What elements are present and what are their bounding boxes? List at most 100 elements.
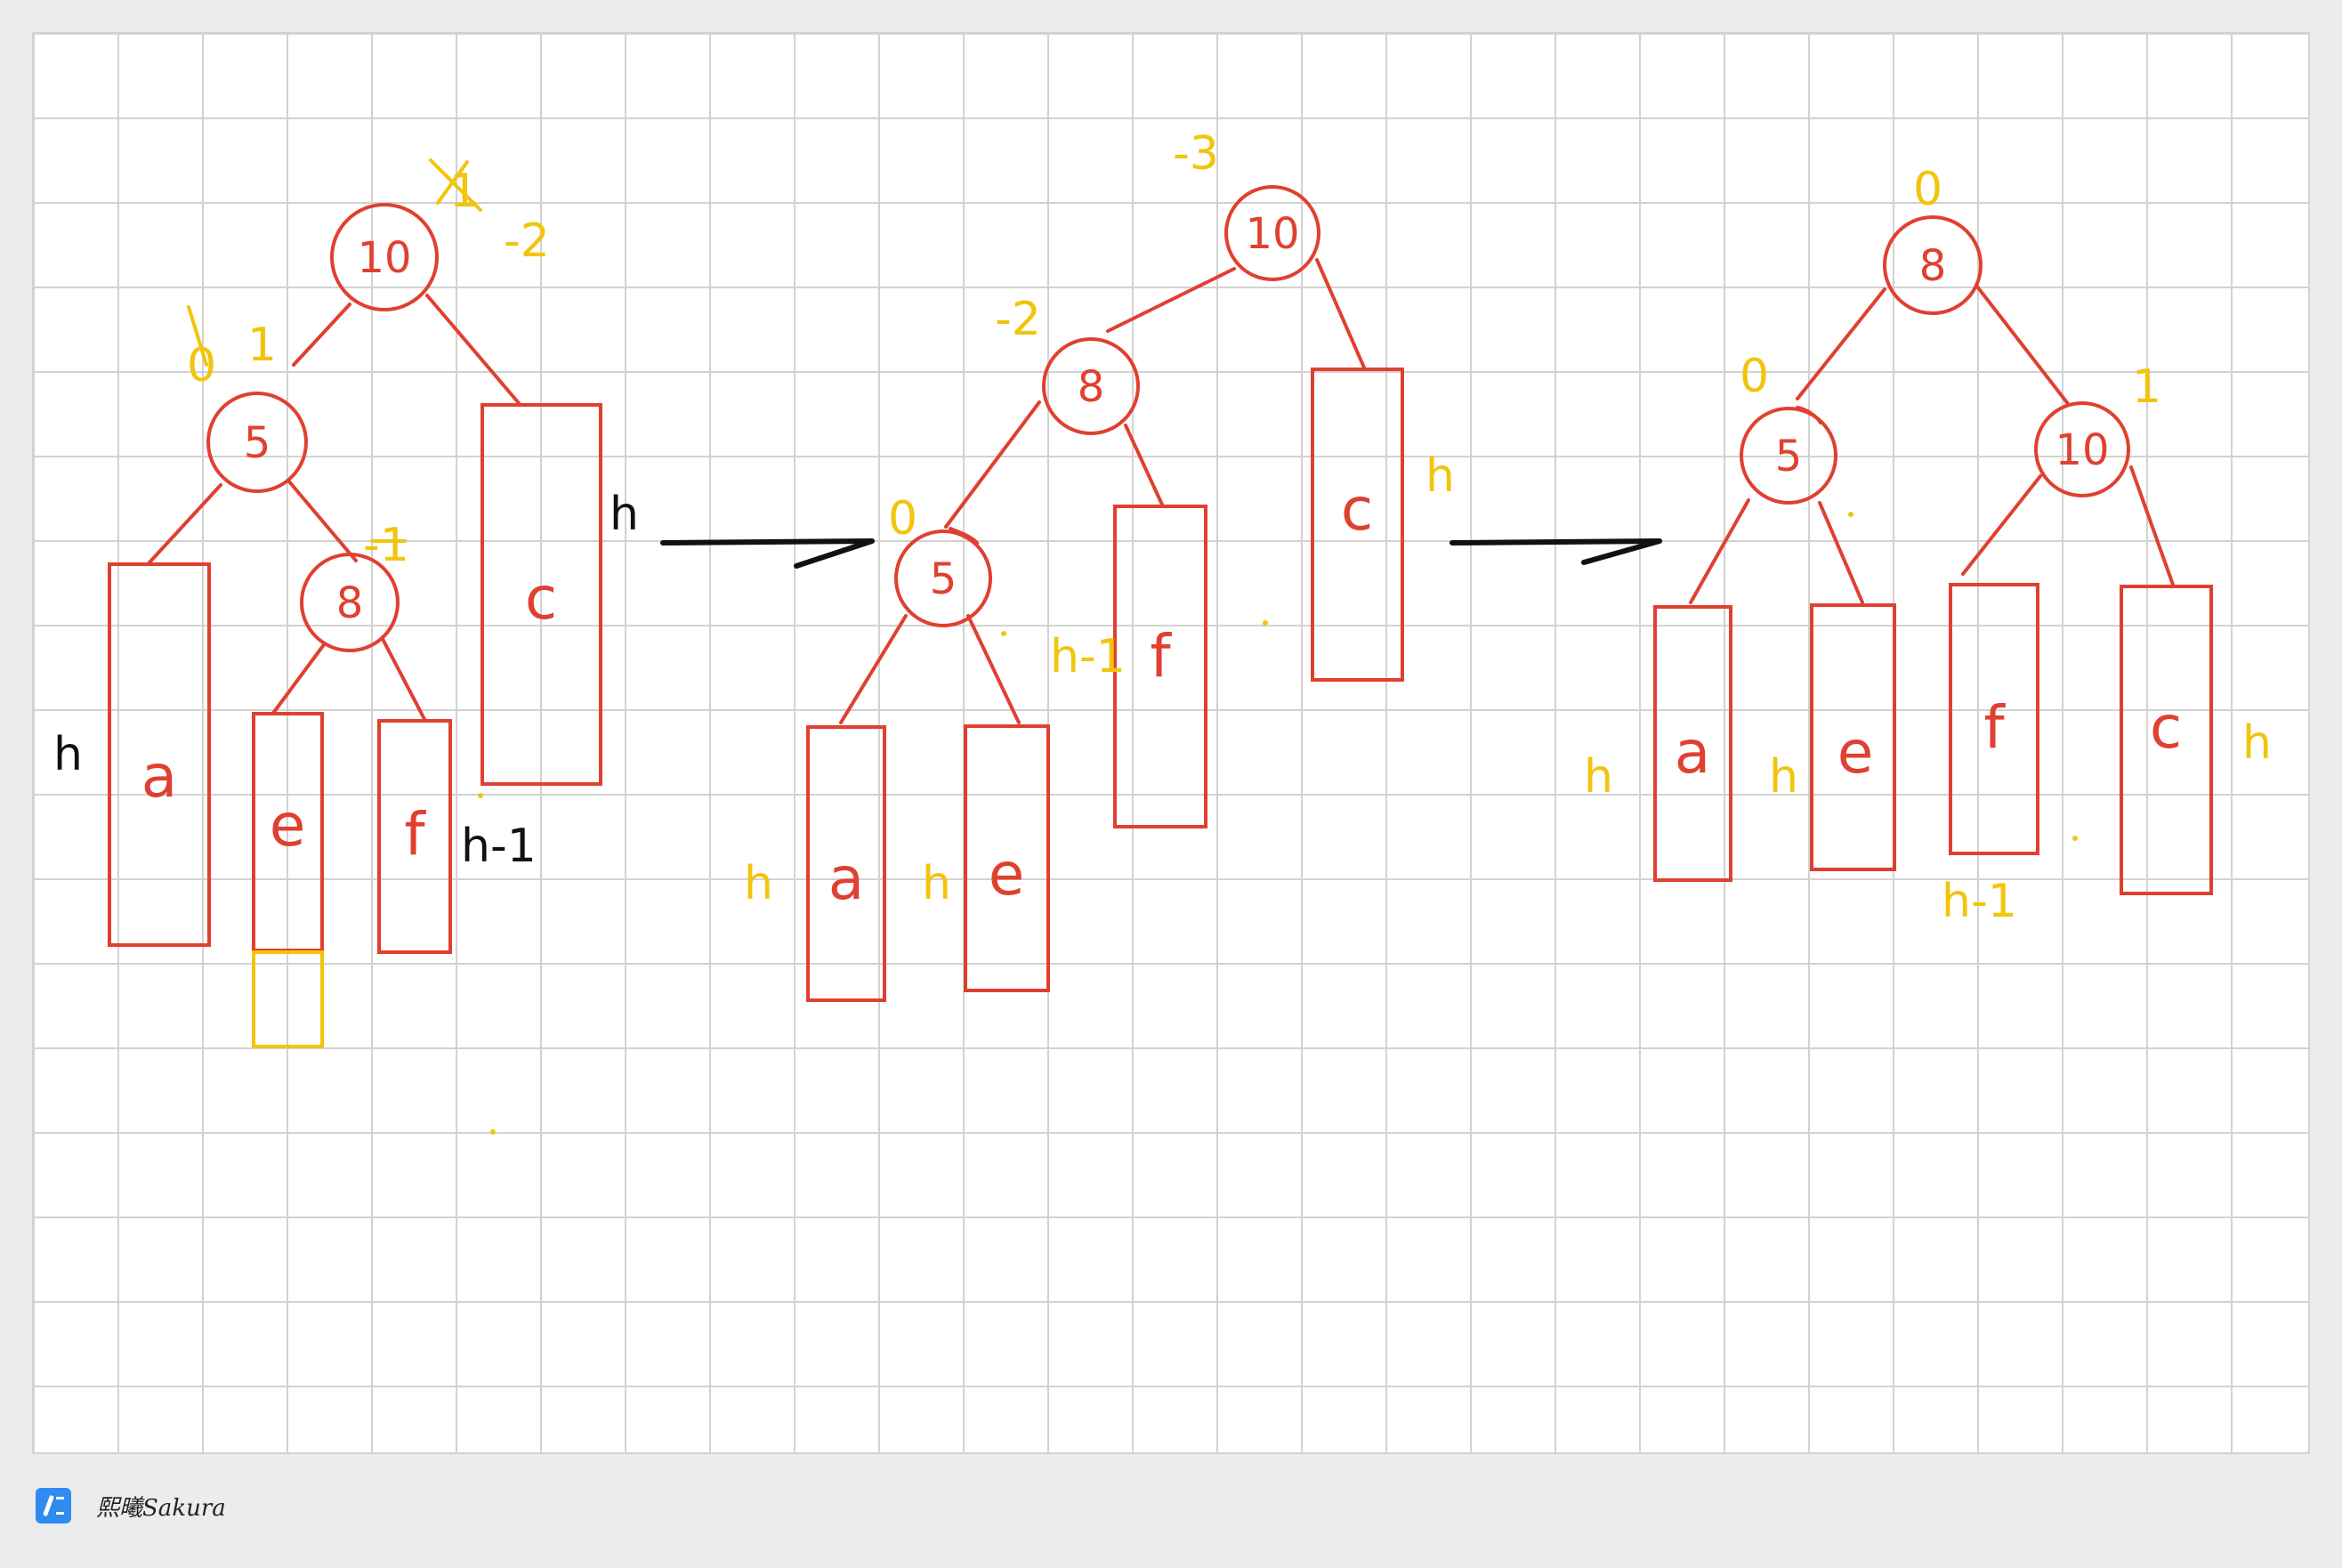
t3-node-5: [1740, 407, 1837, 505]
stray-dot: [490, 1129, 496, 1135]
t2-sub-a-label: a: [828, 845, 864, 913]
watermark-author: 熙曦Sakura: [96, 1494, 226, 1522]
t1-height-a: h: [53, 728, 83, 781]
t3-edge-8-5: [1796, 287, 1886, 400]
t1-node-10: [330, 203, 439, 311]
t3-sub-f: [1949, 583, 2039, 855]
stray-dot: [2072, 836, 2078, 841]
t2-node-8-label: 8: [1078, 362, 1105, 412]
t3-node-8-label: 8: [1919, 241, 1947, 291]
t3-edge-8-10: [1975, 285, 2071, 407]
t2-balance-5: 0: [888, 492, 917, 546]
t2-sub-c-label: c: [1341, 475, 1373, 544]
t2-edge-8-f: [1124, 424, 1164, 506]
stray-dot: [1848, 512, 1853, 517]
t1-node-10-label: 10: [357, 233, 411, 283]
t1-balance-root: -2: [504, 214, 550, 268]
t2-node-5-label: 5: [930, 554, 957, 604]
t3-balance-root: 0: [1913, 163, 1942, 216]
t3-sub-c: [2120, 585, 2213, 895]
t3-node-5-label: 5: [1775, 432, 1803, 481]
canvas-area: [32, 32, 2310, 1454]
t2-edge-10-c: [1315, 258, 1366, 369]
t2-balance-8: -2: [995, 293, 1041, 346]
t1-strike-root: [429, 158, 482, 212]
stray-dot: [1001, 631, 1006, 636]
t3-sub-a-label: a: [1675, 718, 1710, 787]
t1-height-f: h-1: [461, 820, 537, 873]
t2-sub-f: [1113, 505, 1207, 828]
t3-sub-a: [1653, 605, 1732, 882]
t2-edge-8-5: [944, 400, 1041, 529]
t3-node-10: [2034, 401, 2130, 497]
stray-dot: [478, 793, 483, 798]
t2-sub-f-label: f: [1150, 622, 1172, 691]
t2-sub-e-label: e: [989, 840, 1025, 909]
t1-old-balance-5: 0: [187, 339, 216, 392]
t2-strike-5: [949, 527, 979, 545]
t3-height-f: h-1: [1942, 875, 2017, 928]
t1-sub-a: [108, 562, 211, 947]
t1-sub-c: [481, 403, 602, 786]
t1-edge-10-c: [425, 294, 521, 405]
t2-sub-a: [806, 725, 886, 1002]
tree-3: [1653, 215, 2213, 895]
t1-sub-a-label: a: [141, 742, 177, 811]
t3-sub-e: [1810, 603, 1896, 871]
t2-height-c: h: [1425, 449, 1455, 503]
transition-arrow-2: [1450, 538, 1662, 565]
t1-balance-5: 1: [247, 319, 277, 372]
t1-sub-f: [377, 719, 452, 954]
t3-edge-5-e: [1818, 501, 1864, 604]
tree-2: [806, 185, 1404, 1002]
t1-insert-box: [252, 950, 324, 1048]
t3-edge-10-f: [1961, 474, 2042, 576]
t1-height-c: h: [610, 488, 639, 541]
t2-edge-10-8: [1106, 267, 1236, 333]
t2-balance-root: -3: [1173, 127, 1219, 181]
t2-height-f: h-1: [1050, 630, 1126, 683]
t2-node-8: [1042, 337, 1140, 435]
t1-node-5-label: 5: [244, 418, 271, 468]
watermark-logo-icon: [36, 1488, 71, 1524]
t2-node-10: [1224, 185, 1320, 281]
t1-node-8-label: 8: [336, 578, 364, 628]
t1-sub-c-label: c: [525, 564, 557, 633]
t2-sub-c: [1311, 368, 1404, 682]
transition-arrow-1: [660, 538, 875, 569]
t3-sub-c-label: c: [2150, 693, 2182, 762]
t3-edge-5-a: [1689, 498, 1750, 604]
t2-edge-5-a: [839, 614, 908, 724]
t3-sub-e-label: e: [1837, 718, 1874, 787]
t1-old-balance-root: 1: [449, 165, 479, 218]
t3-node-10-label: 10: [2055, 425, 2109, 475]
t3-node-8: [1883, 215, 1983, 315]
t1-edge-8-f: [381, 637, 427, 723]
t1-strike-5: [187, 305, 208, 367]
t3-balance-5: 0: [1740, 350, 1769, 403]
t1-edge-8-e: [272, 642, 327, 714]
t3-balance-10: 1: [2132, 360, 2161, 414]
t1-edge-5-a: [148, 483, 222, 564]
tree-1: [108, 158, 602, 1048]
t2-height-a: h: [744, 857, 773, 910]
watermark: 熙曦Sakura: [36, 1488, 226, 1524]
t2-edge-5-e: [966, 614, 1021, 724]
t2-sub-e: [964, 724, 1050, 992]
t1-node-5: [206, 392, 308, 493]
stray-dots: [478, 512, 2078, 1135]
t3-height-c: h: [2242, 716, 2272, 770]
t1-sub-f-label: f: [404, 800, 426, 869]
t2-node-10-label: 10: [1245, 209, 1299, 259]
t2-height-e: h: [922, 857, 951, 910]
t3-height-a: h: [1584, 750, 1613, 804]
t1-edge-10-5: [292, 303, 351, 367]
t1-balance-8: -1: [363, 519, 409, 572]
t2-node-5: [894, 529, 992, 627]
stray-dot: [1263, 620, 1268, 626]
t3-edge-10-c: [2129, 465, 2175, 586]
t3-strike-5: [1796, 406, 1822, 424]
t1-edge-5-8: [287, 479, 358, 562]
t3-sub-f-label: f: [1983, 693, 2006, 762]
